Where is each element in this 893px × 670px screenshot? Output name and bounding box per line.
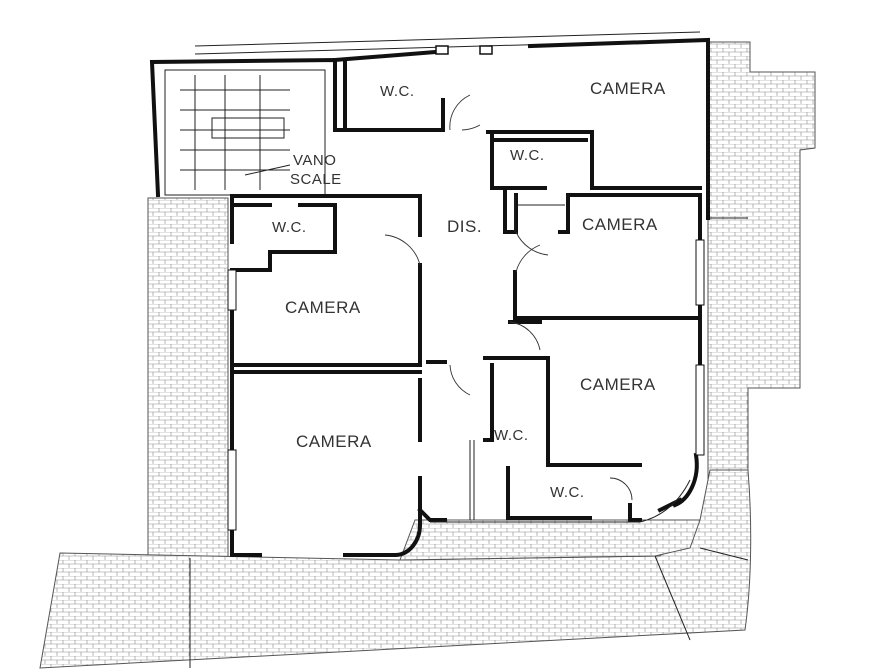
label-wc-center-low: W.C.	[494, 427, 529, 444]
partitions	[430, 195, 691, 523]
doors	[384, 94, 633, 501]
room-labels: W.C. CAMERA VANO SCALE W.C. DIS. W.C. CA…	[272, 79, 666, 501]
label-camera-right-low: CAMERA	[580, 375, 656, 394]
windows	[227, 45, 705, 531]
label-camera-right-mid: CAMERA	[582, 215, 658, 234]
label-scale: SCALE	[290, 171, 342, 188]
label-wc-left: W.C.	[272, 219, 307, 236]
stairwell	[164, 69, 326, 196]
walls	[149, 37, 710, 557]
terrace-paving	[39, 41, 816, 669]
label-dis: DIS.	[447, 217, 482, 236]
label-wc-top: W.C.	[380, 83, 415, 100]
label-vano: VANO	[293, 152, 336, 169]
paving-courtyard	[399, 519, 701, 561]
paving-bottom	[39, 469, 752, 669]
label-wc-center-top: W.C.	[510, 147, 545, 164]
paving-left-strip	[147, 197, 229, 559]
label-camera-top-right: CAMERA	[590, 79, 666, 98]
label-camera-left-mid: CAMERA	[285, 298, 361, 317]
label-camera-left-low: CAMERA	[296, 432, 372, 451]
label-wc-bottom-right: W.C.	[550, 484, 585, 501]
